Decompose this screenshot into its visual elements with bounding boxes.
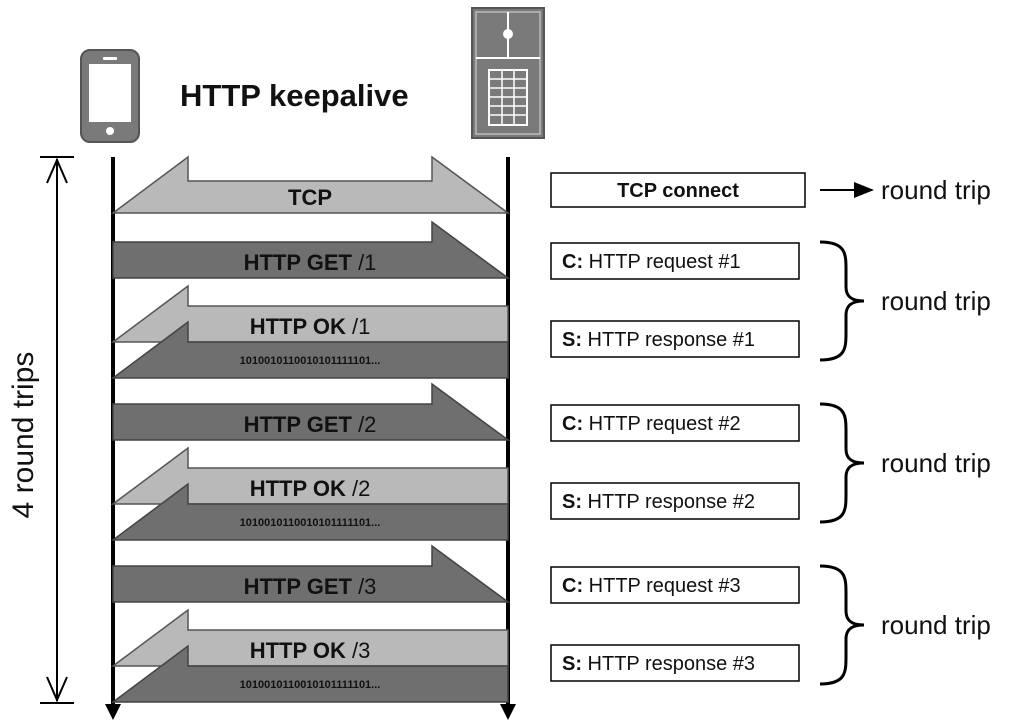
http-get-method: HTTP GET <box>244 250 353 275</box>
smartphone-icon <box>80 49 140 143</box>
http-ok-arrow-light <box>110 284 509 343</box>
request-box <box>550 242 800 280</box>
http-ok-status: HTTP OK <box>250 314 346 339</box>
tcp-round-trip-label: round trip <box>881 175 991 205</box>
tcp-connect-box <box>550 172 806 208</box>
request-box <box>550 404 800 442</box>
http-ok-path: /2 <box>346 476 370 501</box>
payload-bits: 1010010110010101111101... <box>240 679 381 691</box>
http-ok-payload-arrow <box>110 482 509 541</box>
response-label: S: HTTP response #2 <box>562 491 755 513</box>
http-ok-path: /1 <box>346 314 370 339</box>
request-prefix: C: <box>562 251 583 273</box>
http-get-label: HTTP GET /3 <box>244 574 377 599</box>
http-ok-label: HTTP OK /1 <box>250 314 371 339</box>
http-ok-arrow-light <box>110 608 509 667</box>
request-text: HTTP request #3 <box>583 575 740 597</box>
http-get-path: /2 <box>352 412 376 437</box>
request-prefix: C: <box>562 413 583 435</box>
http-get-path: /3 <box>352 574 376 599</box>
tcp-arrow-label: TCP <box>288 185 332 210</box>
http-get-arrow <box>112 220 511 279</box>
http-ok-status: HTTP OK <box>250 638 346 663</box>
request-label: C: HTTP request #1 <box>562 251 741 273</box>
response-box <box>550 644 800 682</box>
http-ok-status: HTTP OK <box>250 476 346 501</box>
response-box <box>550 482 800 520</box>
payload-bits: 1010010110010101111101... <box>240 517 381 529</box>
tcp-handshake-arrow <box>110 155 511 214</box>
curly-brace <box>819 240 865 362</box>
http-get-label: HTTP GET /1 <box>244 250 377 275</box>
request-label: C: HTTP request #2 <box>562 413 741 435</box>
http-ok-label: HTTP OK /3 <box>250 638 371 663</box>
curly-brace <box>819 402 865 524</box>
http-ok-payload-arrow <box>110 644 509 703</box>
total-round-trips-label: 4 round trips <box>7 352 40 519</box>
request-box <box>550 566 800 604</box>
response-prefix: S: <box>562 491 582 513</box>
response-prefix: S: <box>562 653 582 675</box>
http-get-path: /1 <box>352 250 376 275</box>
http-get-method: HTTP GET <box>244 574 353 599</box>
round-trip-label: round trip <box>881 286 991 316</box>
response-text: HTTP response #2 <box>582 491 755 513</box>
diagram-title: HTTP keepalive <box>180 78 409 113</box>
response-prefix: S: <box>562 329 582 351</box>
http-get-method: HTTP GET <box>244 412 353 437</box>
server-icon <box>471 7 545 139</box>
http-ok-payload-arrow <box>110 320 509 379</box>
response-box <box>550 320 800 358</box>
round-trip-label: round trip <box>881 448 991 478</box>
response-text: HTTP response #1 <box>582 329 755 351</box>
request-text: HTTP request #1 <box>583 251 740 273</box>
tcp-connect-label: TCP connect <box>617 180 739 202</box>
http-get-label: HTTP GET /2 <box>244 412 377 437</box>
response-text: HTTP response #3 <box>582 653 755 675</box>
request-prefix: C: <box>562 575 583 597</box>
request-text: HTTP request #2 <box>583 413 740 435</box>
http-ok-arrow-light <box>110 446 509 505</box>
http-ok-path: /3 <box>346 638 370 663</box>
http-ok-label: HTTP OK /2 <box>250 476 371 501</box>
response-label: S: HTTP response #3 <box>562 653 755 675</box>
request-label: C: HTTP request #3 <box>562 575 741 597</box>
server-lifeline-arrowhead <box>500 704 516 720</box>
total-span-indicator <box>40 156 74 704</box>
http-get-arrow <box>112 544 511 603</box>
client-lifeline-arrowhead <box>105 704 121 720</box>
http-get-arrow <box>112 382 511 441</box>
curly-brace <box>819 564 865 686</box>
round-trip-label: round trip <box>881 610 991 640</box>
payload-bits: 1010010110010101111101... <box>240 355 381 367</box>
response-label: S: HTTP response #1 <box>562 329 755 351</box>
